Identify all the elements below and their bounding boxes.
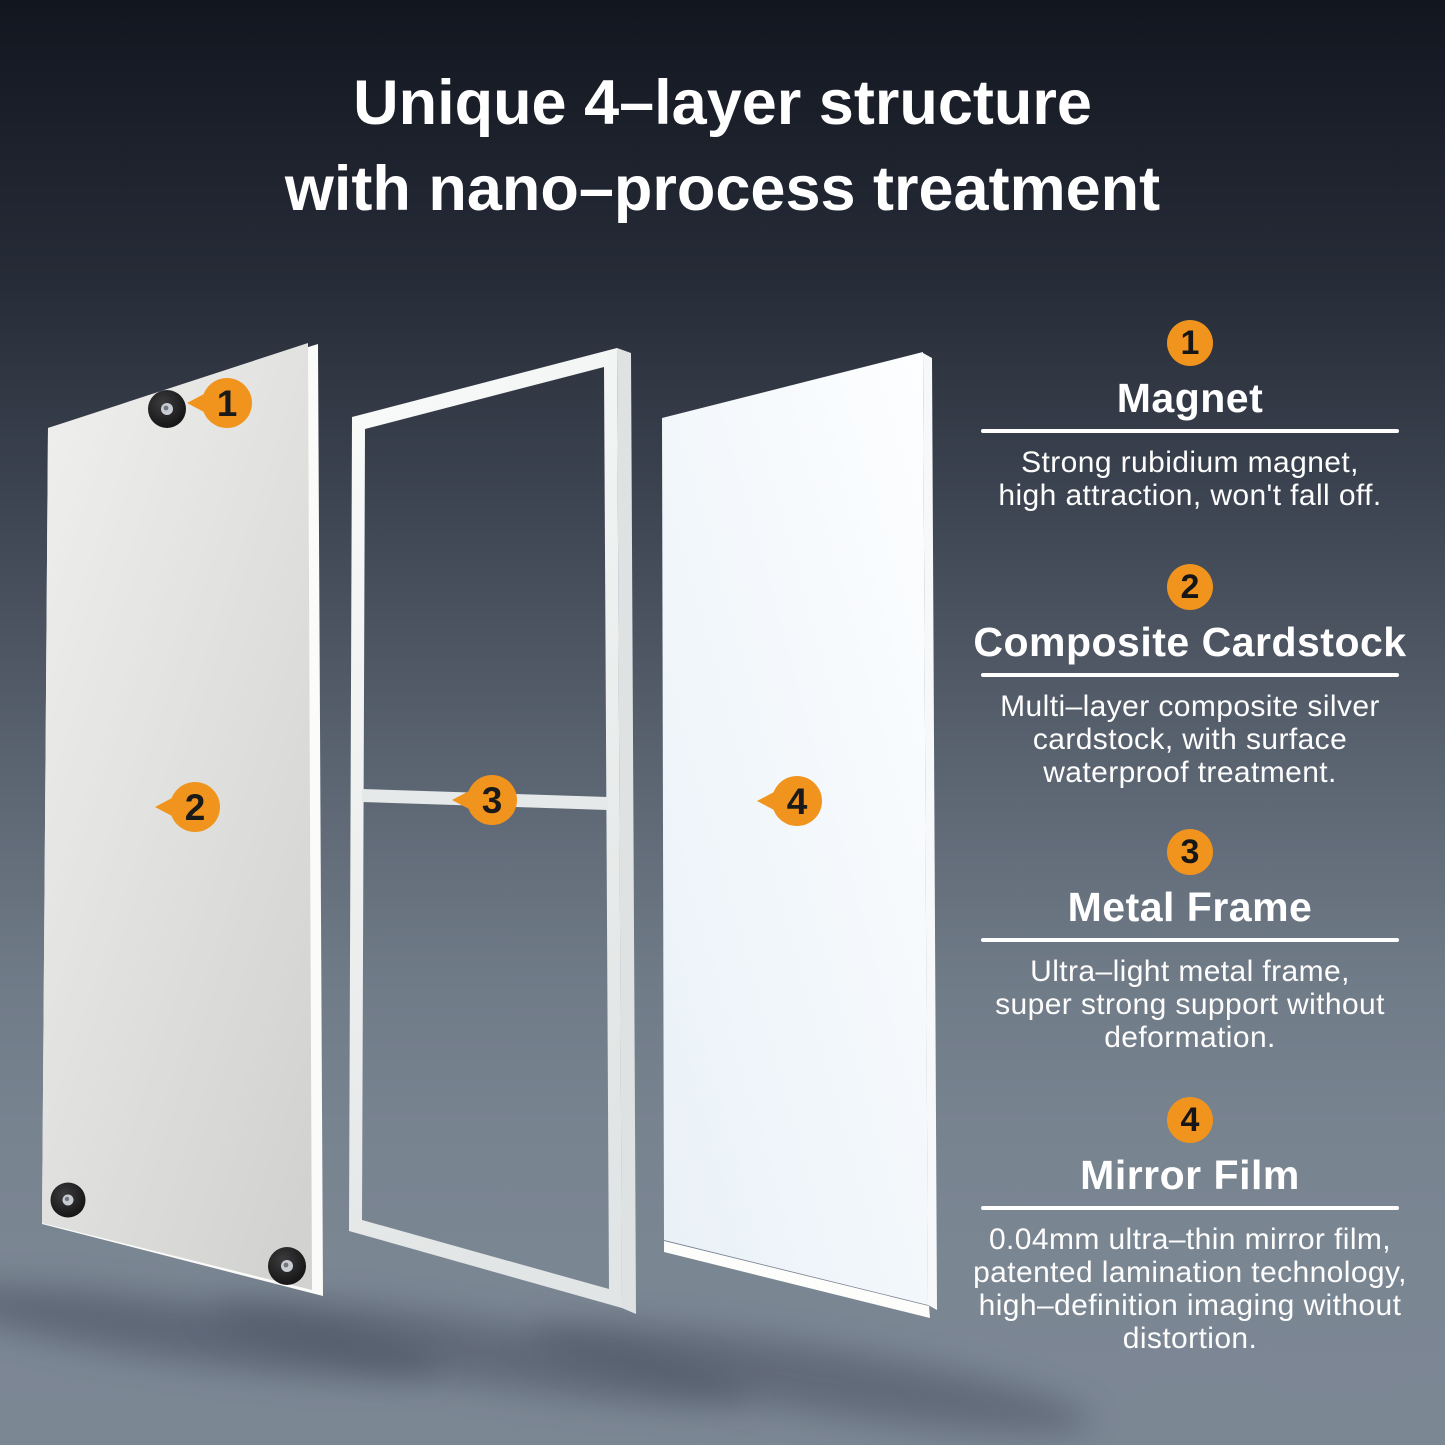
spec-heading: Magnet [1116, 375, 1264, 421]
spec-body: 0.04mm ultra–thin mirror film, patented … [973, 1223, 1407, 1355]
magnet-screw-center [64, 1196, 70, 1202]
spec-body: Multi–layer composite silver cardstock, … [1000, 690, 1380, 789]
spec-number: 3 [1180, 833, 1200, 871]
spec-number-badge: 3 [1167, 829, 1213, 875]
spec-body: Ultra–light metal frame, super strong su… [995, 955, 1385, 1054]
metal-frame-side-edge [617, 348, 636, 1314]
spec-section-magnet: 1 Magnet Strong rubidium magnet, high at… [953, 320, 1427, 512]
spec-section-composite-cardstock: 2 Composite Cardstock Multi–layer compos… [953, 564, 1427, 789]
page-title-line1: Unique 4–layer structure [353, 68, 1092, 138]
spec-heading: Metal Frame [1067, 884, 1313, 930]
spec-number: 2 [1180, 568, 1200, 606]
diagram-callout-4: 4 [772, 776, 822, 826]
spec-divider [981, 673, 1399, 677]
metal-frame [349, 348, 636, 1314]
spec-divider [981, 429, 1399, 433]
magnet-dot-top [148, 390, 186, 428]
spec-section-metal-frame: 3 Metal Frame Ultra–light metal frame, s… [953, 829, 1427, 1054]
page-title: Unique 4–layer structure with nano–proce… [0, 60, 1445, 232]
ground-shadow [208, 1298, 752, 1406]
spec-number-badge: 2 [1167, 564, 1213, 610]
magnet-dot-bottom-right [268, 1247, 306, 1285]
callout-number: 3 [481, 779, 503, 821]
diagram-callout-2: 2 [170, 782, 220, 832]
metal-frame-outline [349, 348, 622, 1308]
magnet-screw-center [163, 405, 169, 411]
page-title-line2: with nano–process treatment [284, 154, 1161, 224]
ground-shadows [0, 1285, 1092, 1434]
mirror-film-face [662, 352, 928, 1305]
spec-heading: Composite Cardstock [973, 619, 1407, 665]
spec-heading: Mirror Film [1080, 1152, 1300, 1198]
callout-number: 1 [216, 382, 238, 424]
diagram-callout-3: 3 [467, 775, 517, 825]
spec-number: 4 [1180, 1101, 1200, 1139]
spec-number: 1 [1180, 324, 1200, 362]
mirror-film-panel [662, 352, 937, 1318]
callout-number: 2 [184, 786, 206, 828]
diagram-callout-1: 1 [202, 378, 252, 428]
spec-body: Strong rubidium magnet, high attraction,… [998, 446, 1382, 512]
spec-divider [981, 1206, 1399, 1210]
magnet-screw-center [283, 1262, 289, 1268]
spec-divider [981, 938, 1399, 942]
ground-shadow [528, 1322, 1092, 1434]
mirror-film-bottom-edge [664, 1241, 930, 1318]
magnet-dot-bottom-left [50, 1182, 86, 1218]
spec-number-badge: 1 [1167, 320, 1213, 366]
ground-shadow [0, 1285, 443, 1379]
spec-number-badge: 4 [1167, 1097, 1213, 1143]
mirror-film-side-edge [923, 353, 937, 1310]
spec-section-mirror-film: 4 Mirror Film 0.04mm ultra–thin mirror f… [953, 1097, 1427, 1355]
callout-number: 4 [786, 780, 808, 822]
